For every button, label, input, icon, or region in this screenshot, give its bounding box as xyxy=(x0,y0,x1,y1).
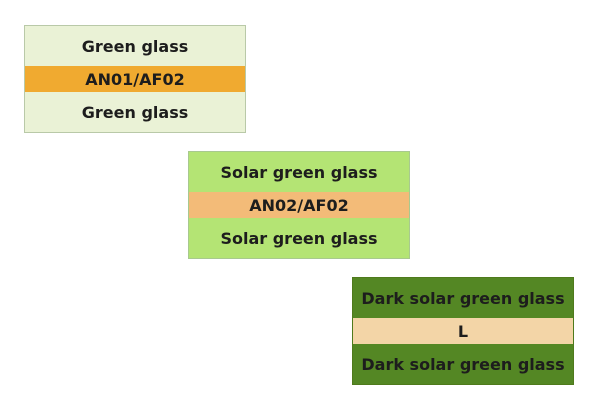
glass-stack-dark-solar-green: Dark solar green glass L Dark solar gree… xyxy=(352,277,574,385)
bottom-glass-layer: Dark solar green glass xyxy=(353,344,573,384)
top-glass-layer: Dark solar green glass xyxy=(353,278,573,318)
interlayer: L xyxy=(353,318,573,344)
glass-stack-solar-green: Solar green glass AN02/AF02 Solar green … xyxy=(188,151,410,259)
interlayer: AN02/AF02 xyxy=(189,192,409,218)
bottom-glass-layer: Green glass xyxy=(25,92,245,132)
bottom-glass-layer: Solar green glass xyxy=(189,218,409,258)
glass-stack-green: Green glass AN01/AF02 Green glass xyxy=(24,25,246,133)
top-glass-layer: Green glass xyxy=(25,26,245,66)
interlayer: AN01/AF02 xyxy=(25,66,245,92)
top-glass-layer: Solar green glass xyxy=(189,152,409,192)
